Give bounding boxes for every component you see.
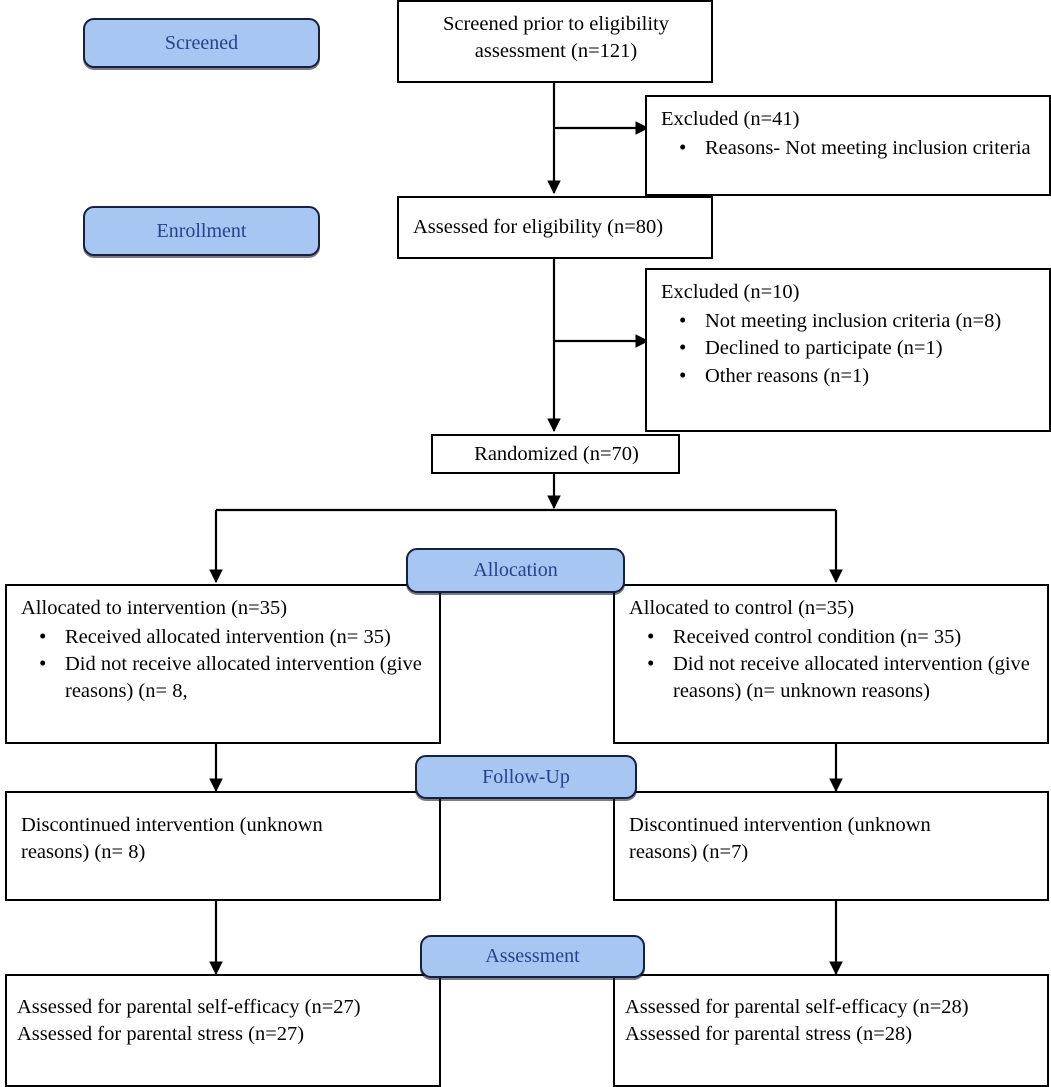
box-excluded-eligibility: Excluded (n=10) Not meeting inclusion cr… [645,268,1051,432]
stage-badge-screened[interactable]: Screened [83,18,320,68]
box-discontinued-control-line1: Discontinued intervention (unknown [629,814,931,836]
stage-badge-enrollment-label: Enrollment [156,219,247,242]
box-discontinued-intervention-line1: Discontinued intervention (unknown [21,814,323,836]
list-item: Reasons- Not meeting inclusion criteria [679,134,1037,162]
stage-badge-allocation-label: Allocation [473,559,558,581]
box-assessment-intervention-line1: Assessed for parental self-efficacy (n=2… [17,996,361,1018]
box-screened: Screened prior to eligibility assessment… [397,0,713,83]
box-allocated-control: Allocated to control (n=35) Received con… [613,584,1049,744]
box-excluded-eligibility-reasons: Not meeting inclusion criteria (n=8) Dec… [661,307,1037,390]
box-assessed-eligibility: Assessed for eligibility (n=80) [397,196,713,259]
list-item: Did not receive allocated intervention (… [39,650,427,704]
box-screened-line1: Screened prior to eligibility [442,13,669,35]
box-discontinued-control-line2: reasons) (n=7) [629,840,749,863]
box-assessment-intervention-line2: Assessed for parental stress (n=27) [17,1022,305,1045]
box-excluded-screening-reasons: Reasons- Not meeting inclusion criteria [661,134,1037,162]
box-allocated-intervention: Allocated to intervention (n=35) Receive… [5,584,441,744]
box-excluded-eligibility-heading: Excluded (n=10) [661,281,800,303]
list-item: Did not receive allocated intervention (… [647,650,1035,704]
box-assessment-intervention: Assessed for parental self-efficacy (n=2… [5,974,441,1087]
box-randomized-text: Randomized (n=70) [474,442,639,465]
box-screened-line2: assessment (n=121) [474,39,638,62]
box-allocated-control-heading: Allocated to control (n=35) [629,597,855,619]
stage-badge-allocation[interactable]: Allocation [406,548,625,593]
stage-badge-screened-label: Screened [164,31,239,54]
list-item: Not meeting inclusion criteria (n=8) [679,307,1037,335]
box-discontinued-control: Discontinued intervention (unknown reaso… [613,791,1049,901]
box-assessed-eligibility-text: Assessed for eligibility (n=80) [413,216,664,239]
list-item: Other reasons (n=1) [679,362,1037,390]
box-assessment-control-line2: Assessed for parental stress (n=28) [625,1022,913,1045]
stage-badge-assessment-label: Assessment [485,945,580,967]
stage-badge-enrollment[interactable]: Enrollment [83,206,320,256]
list-item: Received control condition (n= 35) [647,623,1035,651]
box-excluded-screening-heading: Excluded (n=41) [661,108,800,130]
box-allocated-intervention-details: Received allocated intervention (n= 35) … [21,623,427,705]
box-allocated-intervention-heading: Allocated to intervention (n=35) [21,597,288,619]
box-discontinued-intervention-line2: reasons) (n= 8) [21,840,146,863]
list-item: Declined to participate (n=1) [679,334,1037,362]
box-allocated-control-details: Received control condition (n= 35) Did n… [629,623,1035,705]
box-assessment-control-line1: Assessed for parental self-efficacy (n=2… [625,996,969,1018]
box-assessment-control: Assessed for parental self-efficacy (n=2… [613,974,1049,1087]
box-discontinued-intervention: Discontinued intervention (unknown reaso… [5,791,441,901]
box-randomized: Randomized (n=70) [431,434,680,474]
stage-badge-followup[interactable]: Follow-Up [415,755,637,799]
list-item: Received allocated intervention (n= 35) [39,623,427,651]
box-excluded-screening: Excluded (n=41) Reasons- Not meeting inc… [645,95,1051,196]
stage-badge-assessment[interactable]: Assessment [420,935,645,978]
stage-badge-followup-label: Follow-Up [482,765,570,788]
